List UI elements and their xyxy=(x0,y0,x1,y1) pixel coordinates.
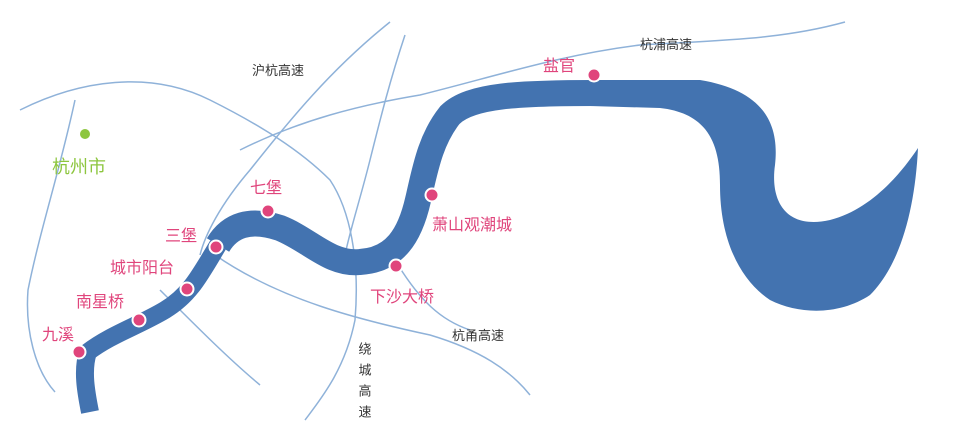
city-label: 杭州市 xyxy=(52,157,106,178)
spot-label: 城市阳台 xyxy=(110,258,174,277)
spot-label: 南星桥 xyxy=(76,292,124,311)
spot-label: 萧山观潮城 xyxy=(432,215,512,234)
spot-marker[interactable] xyxy=(131,312,147,328)
road-hangyong-expressway xyxy=(214,254,531,396)
road-label-raocheng: 绕城高速 xyxy=(356,342,372,426)
spot-marker[interactable] xyxy=(388,258,404,274)
spot-yanguan[interactable]: 盐官 xyxy=(543,56,602,83)
road-labels: 杭浦高速 沪杭高速 杭甬高速 绕城高速 xyxy=(252,37,692,426)
qiantang-river xyxy=(75,80,918,414)
spot-label: 九溪 xyxy=(42,325,74,344)
road-huhang-branch xyxy=(344,34,406,256)
road-label-hangyong: 杭甬高速 xyxy=(452,328,504,344)
road-label-hupu: 杭浦高速 xyxy=(640,37,692,53)
road-west-ring xyxy=(26,99,76,393)
road-xiasha-link xyxy=(397,264,471,331)
spot-nanxingqiao[interactable]: 南星桥 xyxy=(76,292,147,328)
spot-marker[interactable] xyxy=(424,187,440,203)
spot-label: 三堡 xyxy=(165,226,197,245)
spot-marker[interactable] xyxy=(208,239,224,255)
spot-chengshi-yangtai[interactable]: 城市阳台 xyxy=(110,258,195,297)
road-raocheng-expressway xyxy=(19,81,358,421)
spot-xiasha-daqiao[interactable]: 下沙大桥 xyxy=(370,258,434,307)
spot-jiuxi[interactable]: 九溪 xyxy=(42,325,87,360)
road-label-huhang: 沪杭高速 xyxy=(252,63,304,79)
road-hupu-expressway xyxy=(239,21,846,151)
viewing-spots: 九溪 南星桥 城市阳台 三堡 七堡 下沙大桥 萧山观潮城 盐官 xyxy=(42,56,602,360)
spot-xiaoshan-guanchaocheng[interactable]: 萧山观潮城 xyxy=(424,187,513,235)
spot-marker[interactable] xyxy=(586,67,602,83)
city-marker xyxy=(80,129,90,139)
spot-label: 七堡 xyxy=(250,178,282,197)
river-estuary xyxy=(590,80,918,311)
spot-sanbao[interactable]: 三堡 xyxy=(165,226,224,255)
spot-marker[interactable] xyxy=(179,281,195,297)
river-channel-upper xyxy=(206,80,596,276)
spot-marker[interactable] xyxy=(260,203,276,219)
river-channel-lower xyxy=(75,240,226,414)
spot-marker[interactable] xyxy=(71,344,87,360)
road-huhang-expressway xyxy=(199,21,391,256)
spot-label: 盐官 xyxy=(543,56,575,75)
spot-qibao[interactable]: 七堡 xyxy=(250,178,282,219)
city-hangzhou: 杭州市 xyxy=(52,129,106,178)
road-network xyxy=(19,21,846,421)
spot-label: 下沙大桥 xyxy=(370,287,434,306)
